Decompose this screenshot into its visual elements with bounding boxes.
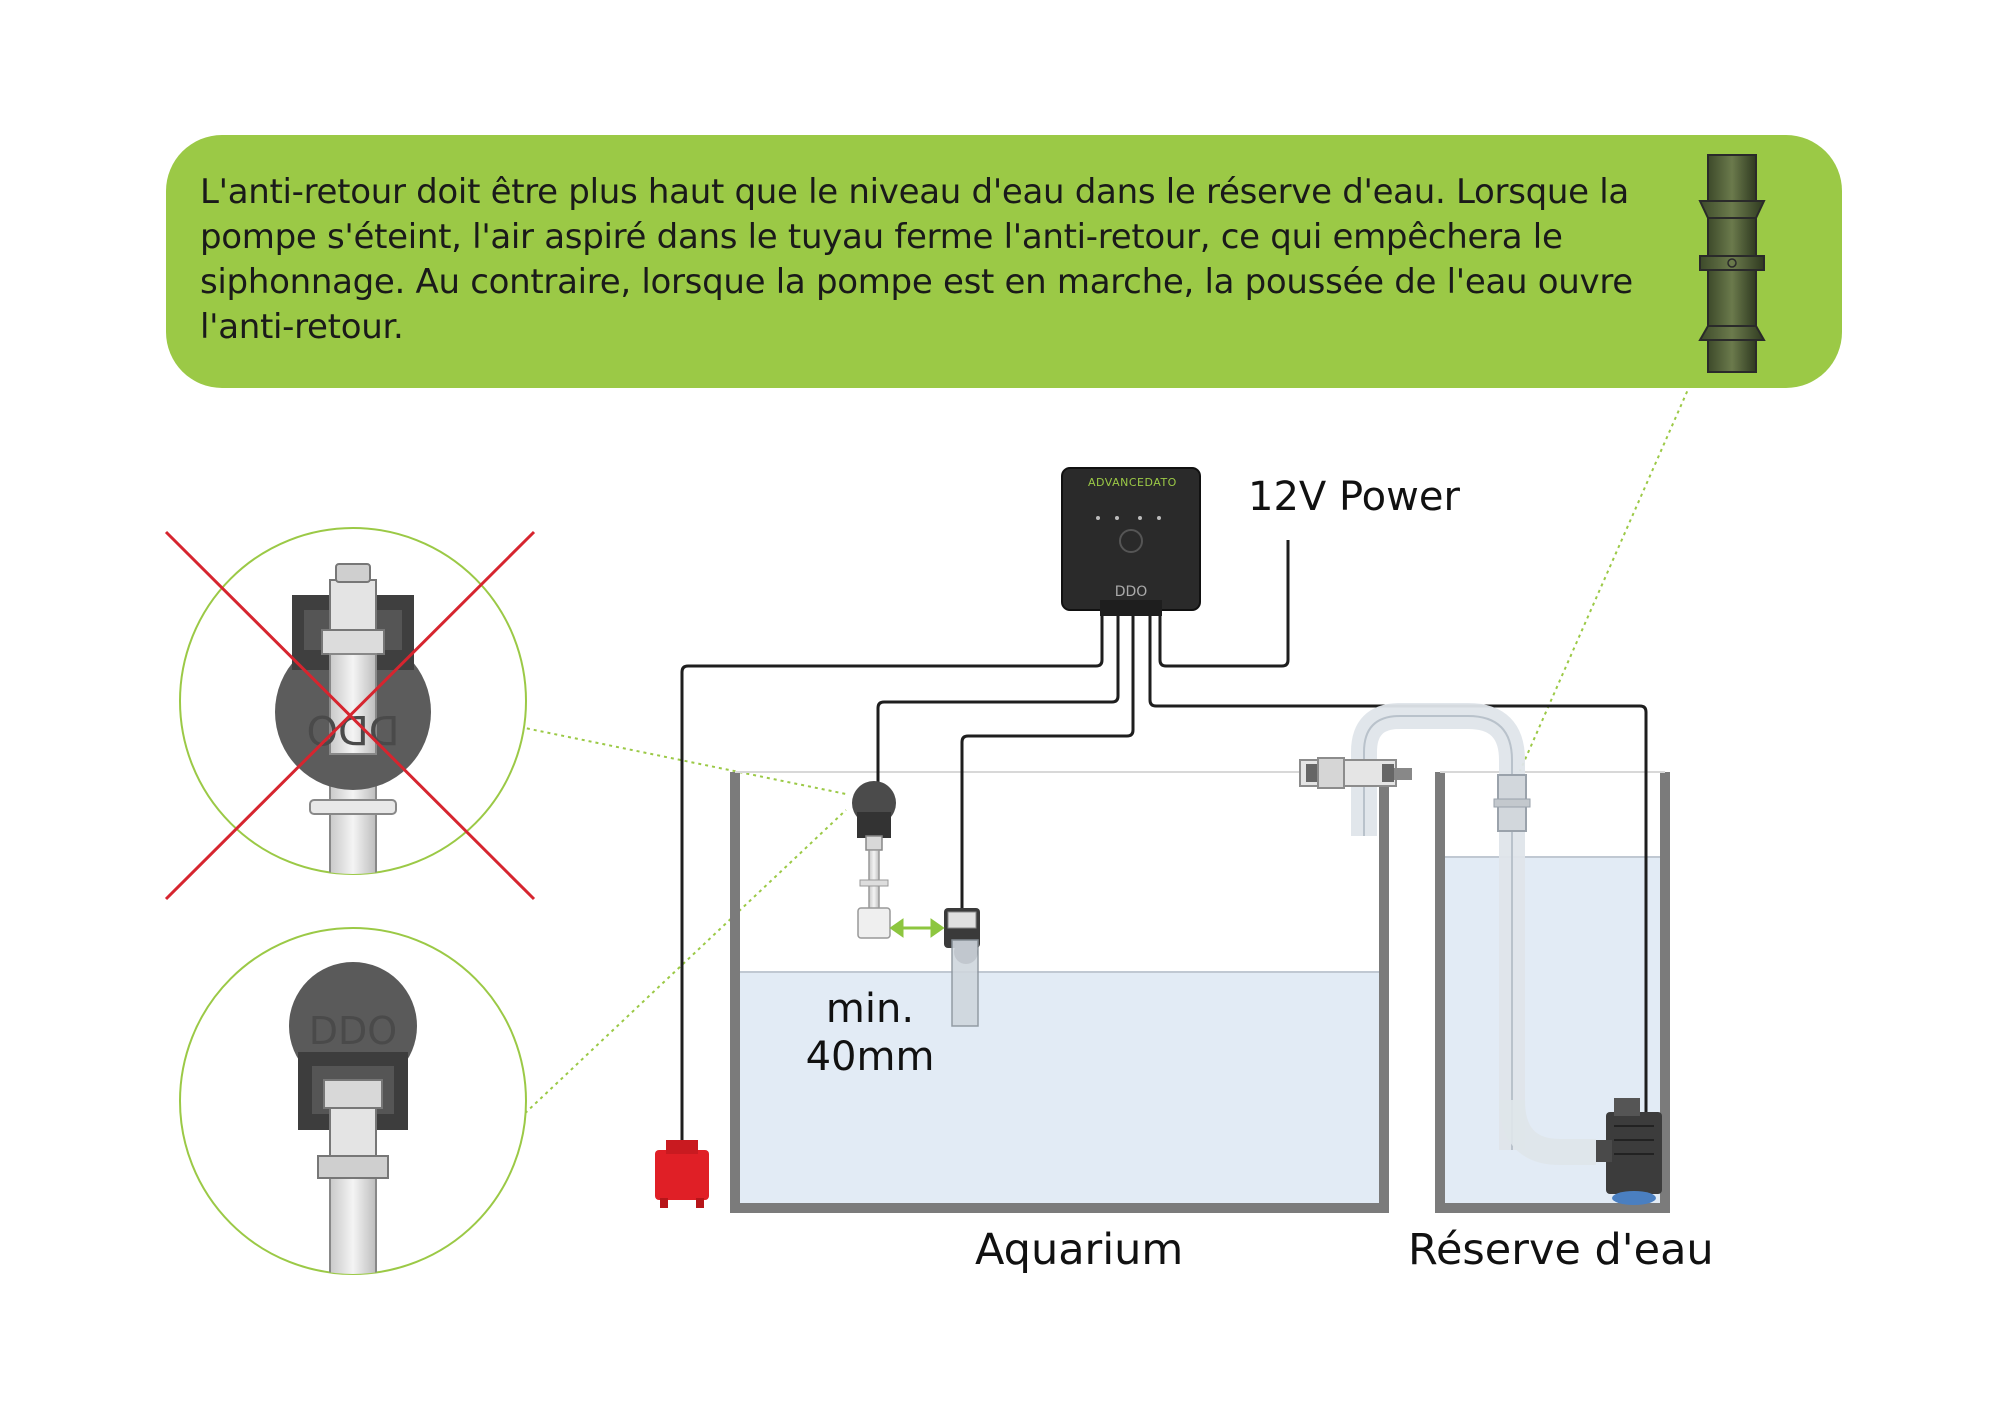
detail-view-incorrect: DDO <box>164 527 536 901</box>
distance-arrow <box>889 918 945 938</box>
aquarium-label: Aquarium <box>975 1225 1184 1275</box>
float-switch-icon <box>852 781 896 939</box>
min-distance-label: min.40mm <box>805 986 935 1080</box>
pipe-bracket <box>1299 757 1412 789</box>
check-valve-icon <box>1698 154 1766 373</box>
leak-sensor-icon <box>655 1140 709 1208</box>
controller-logo: DDO <box>1115 584 1148 600</box>
detail-view-correct: DDO <box>179 927 527 1275</box>
pump-icon <box>1596 1098 1662 1205</box>
controller-brand: ADVANCEDATO <box>1088 476 1177 489</box>
optical-sensor-icon <box>944 908 980 1027</box>
aquarium-tank <box>730 771 1389 1213</box>
float-logo-bottom: DDO <box>309 1009 397 1053</box>
cross-icon <box>164 530 536 901</box>
return-pipe <box>1351 703 1596 1165</box>
callout-text: L'anti-retour doit être plus haut que le… <box>200 172 1633 347</box>
reserve-label: Réserve d'eau <box>1408 1225 1714 1275</box>
info-callout <box>166 135 1842 388</box>
ato-controller-icon: DDO <box>1061 467 1201 616</box>
power-label: 12V Power <box>1248 474 1460 520</box>
